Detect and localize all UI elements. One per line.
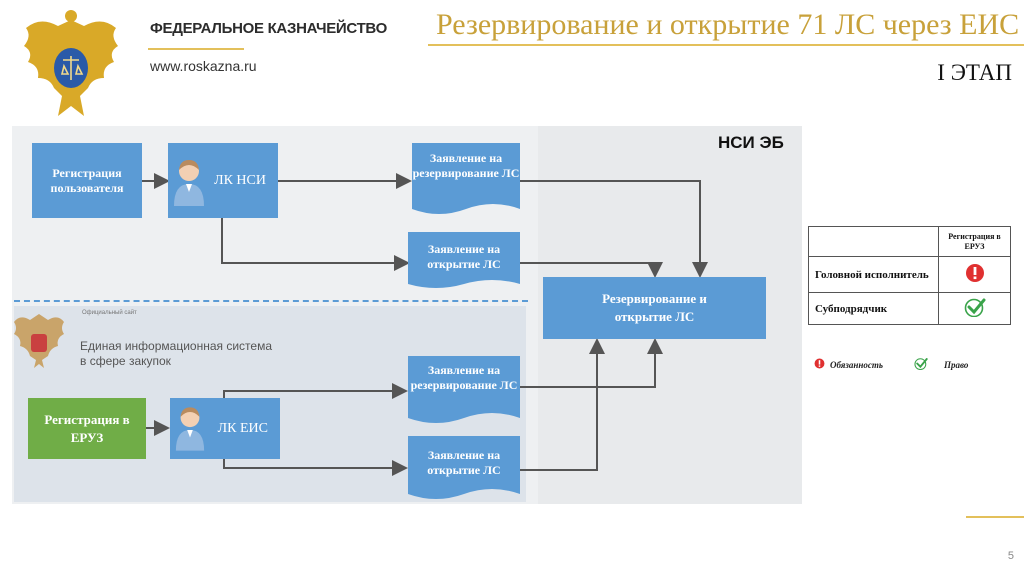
arrow-reserve2-to-main	[520, 338, 663, 388]
table-row-label: Субподрядчик	[808, 292, 939, 325]
check-icon	[914, 358, 928, 370]
doc-open-eis: Заявление на открытие ЛС	[408, 436, 520, 502]
region-divider	[14, 300, 528, 302]
registration-table: Регистрация в ЕРУЗ Головной исполнитель …	[808, 226, 1011, 325]
node-reserve-open-label: Резервирование и открытие ЛС	[602, 291, 707, 324]
arrow-lkeis-to-open	[223, 459, 408, 476]
arrow-lknsi-to-open	[221, 218, 410, 271]
bottom-accent-line	[966, 516, 1024, 518]
node-user-registration-label: Регистрация пользователя	[50, 165, 124, 195]
doc-reserve-eis-label: Заявление на резервирование ЛС	[410, 363, 518, 392]
arrow-open1-to-main	[520, 262, 663, 278]
eis-emblem	[14, 314, 64, 368]
table-mark-cell	[938, 256, 1011, 293]
org-name: ФЕДЕРАЛЬНОЕ КАЗНАЧЕЙСТВО	[150, 20, 387, 37]
region-label: НСИ ЭБ	[718, 133, 784, 152]
stage-label: I ЭТАП	[937, 60, 1012, 85]
emblem-logo	[24, 10, 118, 116]
exclamation-icon	[814, 358, 825, 369]
doc-reserve-nsi-label: Заявление на резервирование ЛС	[412, 151, 520, 180]
legend-right: Право	[944, 360, 969, 370]
doc-open-nsi-label: Заявление на открытие ЛС	[427, 242, 501, 271]
slide-title: Резервирование и открытие 71 ЛС через ЕИ…	[436, 8, 1020, 41]
arrow-lkeis-to-reserve	[223, 383, 408, 399]
node-lk-nsi-label: ЛК НСИ	[214, 172, 266, 188]
user-icon	[175, 407, 205, 451]
legend-duty: Обязанность	[830, 360, 884, 370]
exclamation-icon	[965, 264, 984, 282]
table-corner-cell	[808, 226, 939, 257]
eis-title: Единая информационная система в сфере за…	[80, 339, 272, 368]
node-eruz-registration: Регистрация в ЕРУЗ	[28, 398, 146, 459]
node-reserve-open: Резервирование и открытие ЛС	[543, 277, 766, 339]
node-eruz-registration-label: Регистрация в ЕРУЗ	[44, 411, 130, 445]
table-header-row: Регистрация в ЕРУЗ	[808, 226, 1011, 257]
arrow-open2-to-main	[520, 338, 605, 471]
table-header-label: Регистрация в ЕРУЗ	[948, 231, 1001, 251]
user-icon	[174, 160, 204, 206]
node-user-registration: Регистрация пользователя	[32, 143, 142, 218]
org-divider	[148, 48, 244, 50]
arrow-reserve1-to-main	[520, 180, 708, 278]
title-underline	[428, 44, 1024, 46]
check-icon	[964, 298, 985, 318]
page-number: 5	[1007, 550, 1014, 562]
org-url[interactable]: www.roskazna.ru	[150, 58, 257, 74]
eis-caption: Официальный сайт	[82, 310, 137, 316]
doc-reserve-eis: Заявление на резервирование ЛС	[408, 356, 520, 426]
node-lk-eis-label: ЛК ЕИС	[217, 420, 268, 436]
table-mark-cell	[938, 292, 1011, 325]
doc-open-nsi: Заявление на открытие ЛС	[408, 232, 520, 292]
table-header-cell: Регистрация в ЕРУЗ	[938, 226, 1011, 257]
table-row-label: Головной исполнитель	[808, 256, 939, 293]
doc-open-eis-label: Заявление на открытие ЛС	[427, 448, 501, 477]
table-row: Головной исполнитель	[808, 256, 1011, 293]
table-row: Субподрядчик	[808, 292, 1011, 325]
doc-reserve-nsi: Заявление на резервирование ЛС	[412, 143, 520, 217]
